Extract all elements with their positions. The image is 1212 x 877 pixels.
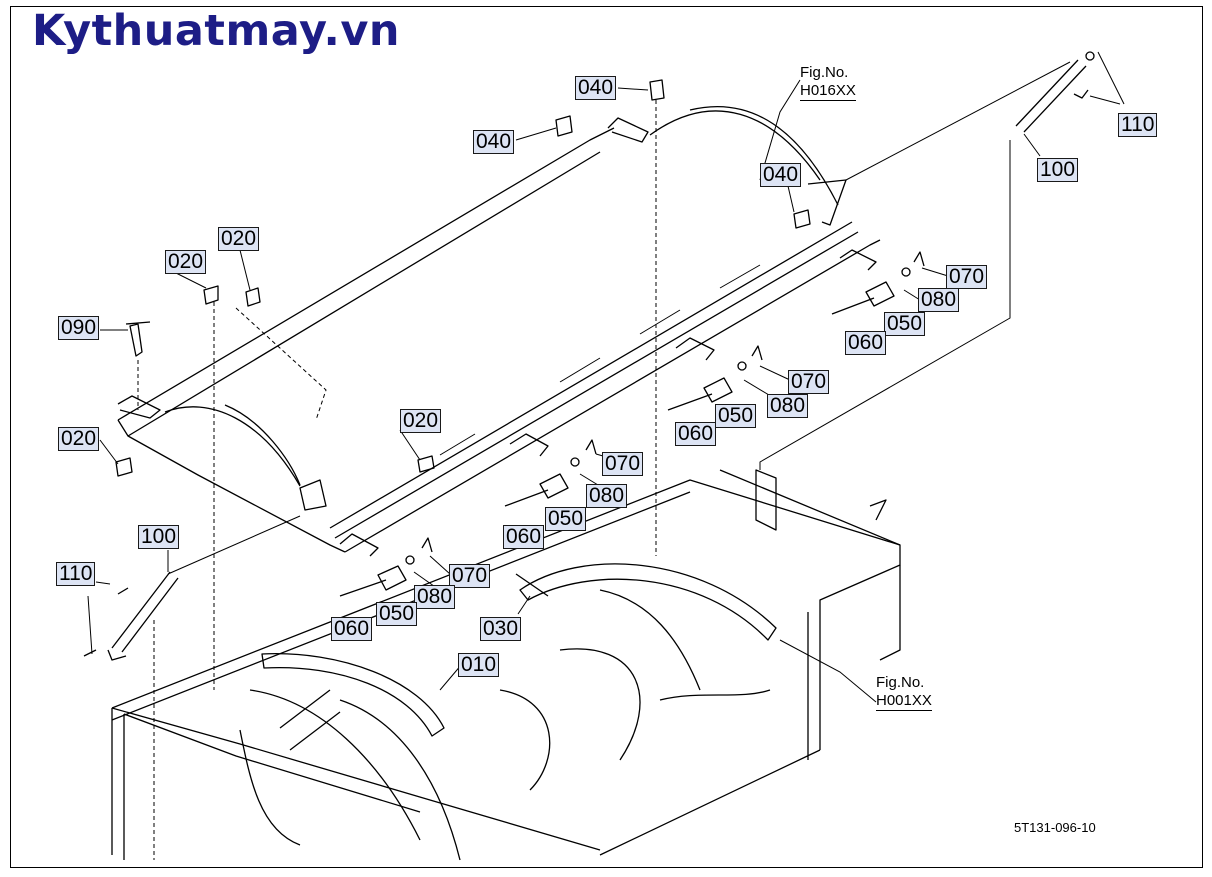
pin-090 (125, 321, 151, 357)
auger-flight-2 (499, 689, 551, 791)
handle-rear (607, 117, 649, 143)
callout-060-c[interactable]: 060 (503, 525, 545, 549)
hinge-set-4 (831, 251, 925, 315)
bolt-040-a (649, 79, 665, 101)
callout-070-c[interactable]: 070 (602, 452, 644, 476)
cover-rear-edge (117, 127, 615, 421)
callout-040-left[interactable]: 040 (473, 130, 515, 154)
callout-100-left[interactable]: 100 (138, 525, 180, 549)
figure-ref-bottom-label: Fig.No. (876, 674, 925, 691)
frame-left-side (111, 707, 601, 851)
callout-070-a[interactable]: 070 (946, 265, 988, 289)
callout-010[interactable]: 010 (458, 653, 500, 677)
callout-040-top[interactable]: 040 (575, 76, 617, 100)
callout-020-d[interactable]: 020 (400, 409, 442, 433)
callout-050-a[interactable]: 050 (884, 312, 926, 336)
callout-080-c[interactable]: 080 (586, 484, 628, 508)
callout-050-c[interactable]: 050 (545, 507, 587, 531)
callout-110-left[interactable]: 110 (56, 562, 96, 586)
callout-080-b[interactable]: 080 (767, 394, 809, 418)
callout-020-c[interactable]: 020 (58, 427, 100, 451)
gas-stay-right (1015, 59, 1087, 133)
hinge-set-3 (667, 345, 763, 411)
fender-010 (261, 652, 445, 737)
figure-ref-bottom-code[interactable]: H001XX (876, 692, 932, 711)
bolt-020-a (203, 285, 219, 305)
figure-ref-bottom: Fig.No. H001XX (876, 674, 932, 711)
hinge-set-1 (339, 537, 433, 597)
bolt-020-b (245, 287, 261, 307)
callout-060-d[interactable]: 060 (331, 617, 373, 641)
callout-090[interactable]: 090 (58, 316, 100, 340)
callout-070-b[interactable]: 070 (788, 370, 830, 394)
callout-070-d[interactable]: 070 (449, 564, 491, 588)
callout-030[interactable]: 030 (480, 617, 522, 641)
callout-100-right[interactable]: 100 (1037, 158, 1079, 182)
callout-060-b[interactable]: 060 (675, 422, 717, 446)
callout-080-a[interactable]: 080 (918, 288, 960, 312)
frame-right-side (719, 469, 901, 750)
callout-040-right[interactable]: 040 (760, 163, 802, 187)
frame-top-front (111, 479, 901, 709)
cover-end-plate-right (807, 179, 847, 226)
frame-left-post (111, 708, 125, 860)
frame-bracket-right (755, 469, 777, 531)
figure-ref-top-code[interactable]: H016XX (800, 82, 856, 101)
figure-ref-top-label: Fig.No. (800, 64, 849, 81)
callout-110-right[interactable]: 110 (1118, 113, 1158, 137)
fender-030 (519, 563, 777, 641)
callout-080-d[interactable]: 080 (414, 585, 456, 609)
cover-front-edge (117, 419, 346, 553)
brand-watermark: Kythuatmay.vn (32, 6, 401, 56)
callout-060-a[interactable]: 060 (845, 331, 887, 355)
hinge-set-2 (504, 439, 597, 507)
figure-ref-top: Fig.No. H016XX (800, 64, 856, 101)
gas-stay-left (111, 571, 179, 653)
cover-dome-left (164, 406, 301, 487)
callout-020-b[interactable]: 020 (165, 250, 207, 274)
cover-end-plate-left (299, 479, 327, 511)
auger-flight-1 (249, 689, 421, 841)
callout-020-a[interactable]: 020 (218, 227, 260, 251)
bolt-020-d (417, 455, 435, 473)
callout-050-b[interactable]: 050 (715, 404, 757, 428)
handle-front (117, 395, 161, 419)
drawing-frame (10, 6, 1203, 868)
bolt-040-c (793, 209, 811, 229)
bolt-020-c (115, 457, 133, 477)
bolt-040-b (555, 115, 573, 137)
drawing-number: 5T131-096-10 (1014, 820, 1096, 835)
callout-050-d[interactable]: 050 (376, 602, 418, 626)
cover-dome-right (649, 110, 821, 181)
